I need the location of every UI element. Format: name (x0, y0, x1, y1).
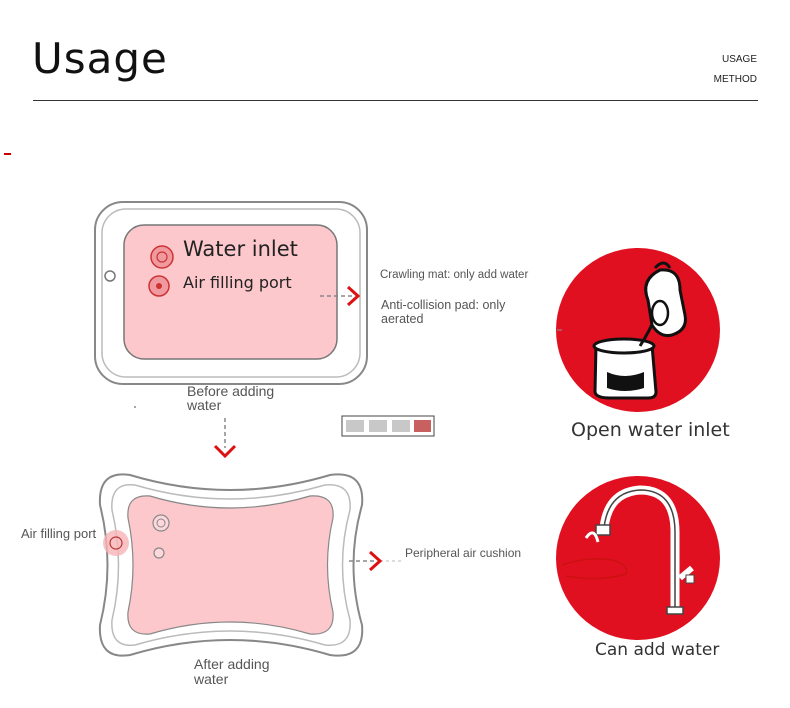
air-filling-port-label: Air filling port (183, 273, 292, 292)
red-marker (4, 153, 11, 155)
color-swatches (341, 415, 435, 437)
peripheral-air-cushion-callout: Peripheral air cushion (405, 546, 522, 560)
after-adding-water-caption: After adding water (194, 656, 270, 687)
anti-collision-callout: Anti-collision pad: only aerated (381, 298, 506, 326)
bottom-mat-illustration (98, 473, 364, 657)
can-add-water-label: Can add water (595, 640, 720, 660)
water-inlet-valve-icon (150, 245, 174, 269)
side-valve-icon (104, 270, 116, 282)
before-adding-water-caption: Before adding water (187, 383, 275, 413)
faucet-icon (556, 476, 720, 640)
arrow-right-icon-2 (368, 550, 383, 572)
subtitle-method: METHOD (713, 74, 757, 85)
open-water-inlet-label: Open water inlet (571, 419, 730, 441)
arrow-right-icon (346, 285, 361, 307)
side-air-port-icon (103, 530, 129, 556)
arrow-down-icon (213, 444, 237, 459)
side-air-filling-port-label: Air filling port (21, 526, 97, 541)
header-divider (33, 100, 758, 101)
water-inlet-cup-icon (556, 248, 720, 412)
water-valve-icon (152, 514, 170, 532)
top-mat-illustration (94, 201, 368, 385)
crawling-mat-callout: Crawling mat: only add water (380, 269, 529, 281)
small-valve-icon (153, 547, 165, 559)
water-inlet-label: Water inlet (183, 237, 298, 261)
subtitle-usage: USAGE (721, 54, 757, 65)
page-title: Usage (32, 34, 168, 83)
